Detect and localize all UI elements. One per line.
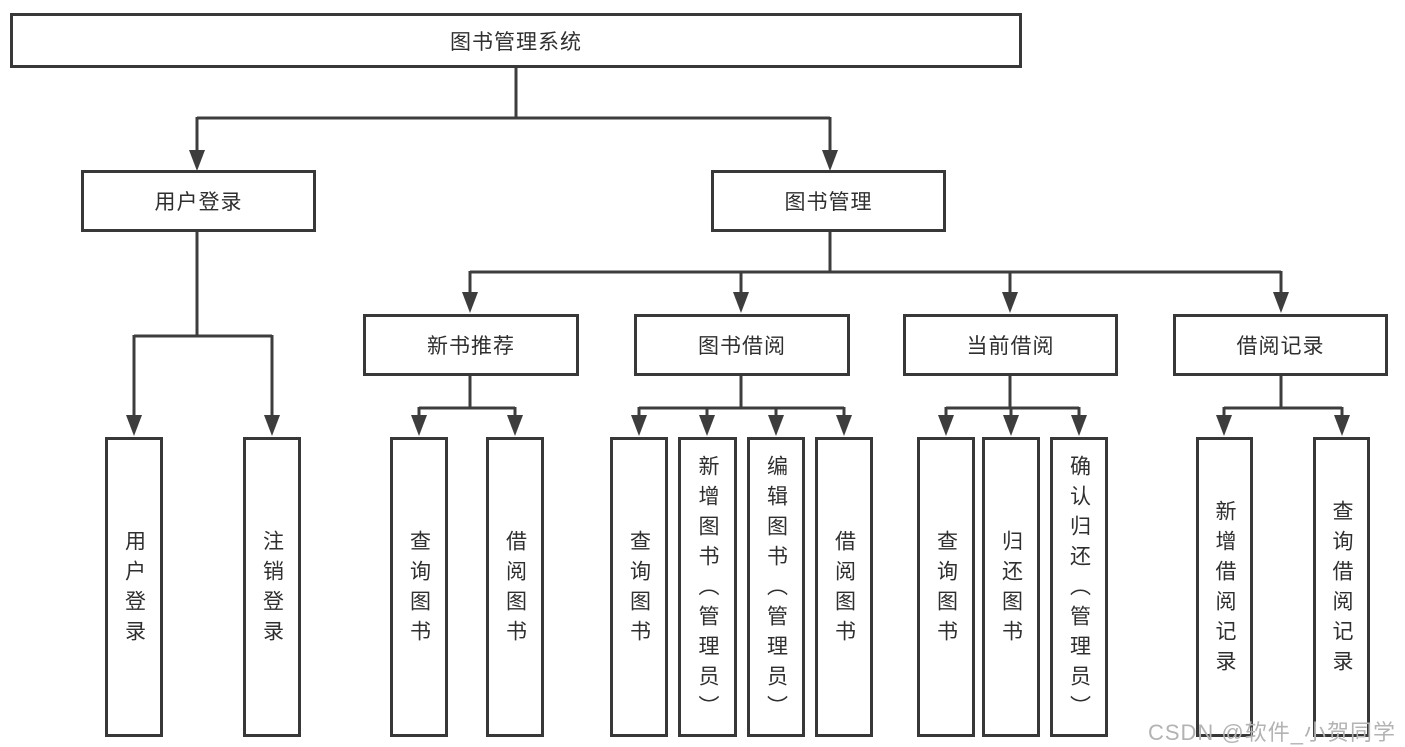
leaf-query-borrow-record: 查询借阅记录 <box>1313 437 1370 737</box>
leaf-return-books: 归还图书 <box>982 437 1040 737</box>
leaf-recommend-query-books: 查询图书 <box>390 437 448 737</box>
leaf-recommend-borrow-books: 借阅图书 <box>486 437 544 737</box>
leaf-borrow-books: 借阅图书 <box>815 437 873 737</box>
node-user-login: 用户登录 <box>81 170 316 232</box>
node-new-book-recommend: 新书推荐 <box>363 314 579 376</box>
node-book-borrow: 图书借阅 <box>634 314 850 376</box>
leaf-add-book-admin: 新增图书（管理员） <box>678 437 737 737</box>
leaf-add-borrow-record: 新增借阅记录 <box>1196 437 1253 737</box>
node-book-management: 图书管理 <box>711 170 946 232</box>
node-root: 图书管理系统 <box>10 13 1022 68</box>
leaf-user-login: 用户登录 <box>105 437 163 737</box>
watermark-text: CSDN @软件_小贺同学 <box>1147 720 1396 745</box>
leaf-logout: 注销登录 <box>243 437 301 737</box>
node-borrow-records: 借阅记录 <box>1173 314 1388 376</box>
node-current-borrow: 当前借阅 <box>903 314 1118 376</box>
leaf-edit-book-admin: 编辑图书（管理员） <box>747 437 805 737</box>
leaf-current-query-books: 查询图书 <box>917 437 975 737</box>
leaf-borrow-query-books: 查询图书 <box>610 437 668 737</box>
leaf-confirm-return-admin: 确认归还（管理员） <box>1050 437 1108 737</box>
